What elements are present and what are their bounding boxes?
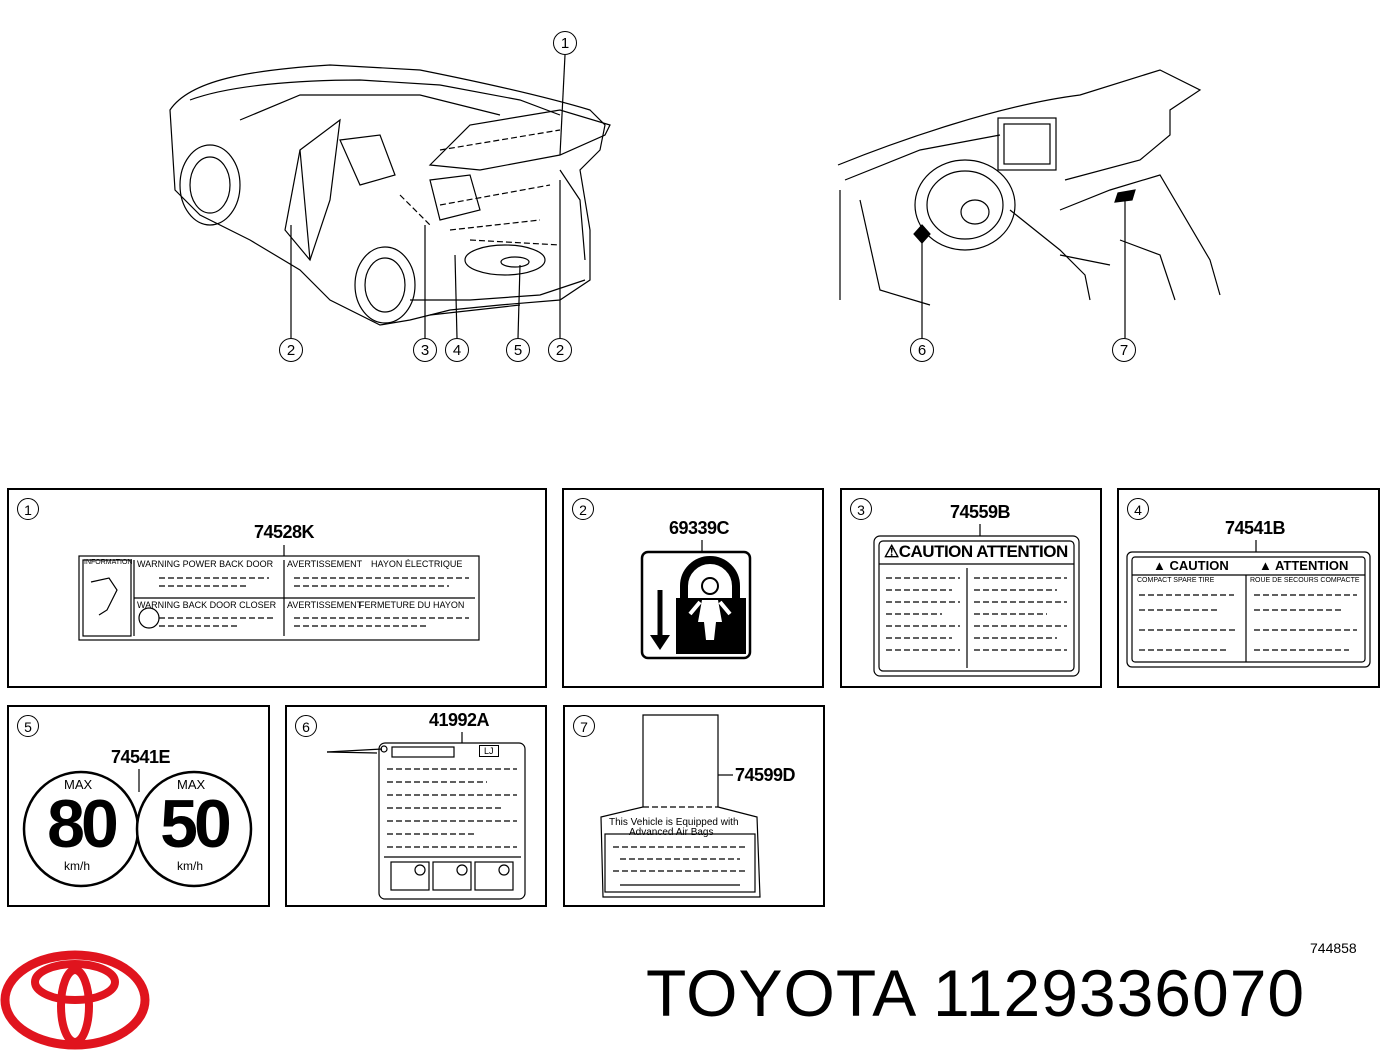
max-right: MAX [177, 777, 206, 792]
label-41992A-drawing [326, 732, 526, 900]
callout-7: 7 [1112, 338, 1136, 362]
label1-row2-left: WARNING BACK DOOR CLOSER [137, 600, 277, 610]
attention-text: ATTENTION [1275, 558, 1349, 573]
part-number: 74599D [735, 765, 796, 785]
callout-4: 4 [445, 338, 469, 362]
panel-5: 5 74541E MAX 80 km/h MAX 50 km/h [7, 705, 270, 907]
airbag-line1: This Vehicle is Equipped with [609, 817, 739, 828]
label4-right-sub: ROUE DE SECOURS COMPACTE [1250, 577, 1360, 584]
panel-index: 5 [17, 715, 39, 737]
callout-5: 5 [506, 338, 530, 362]
panel-4: 4 74541B ▲ CAUTION ▲ ATTENTION COMPACT S… [1117, 488, 1380, 688]
brand-name: TOYOTA [646, 956, 914, 1030]
label1-row1-tag: AVERTISSEMENT [287, 559, 363, 569]
label-74528K-drawing [78, 545, 480, 641]
panel-3: 3 74559B ⚠CAUTION ATTENTION [840, 488, 1102, 688]
caution-heading: ⚠CAUTION ATTENTION [884, 542, 1068, 561]
panel-index: 2 [572, 498, 594, 520]
panel-7: 7 74599D This Vehicle is Equipped with A… [563, 705, 825, 907]
label1-row1-right: HAYON ÉLECTRIQUE [371, 559, 463, 569]
callout-2-left: 2 [279, 338, 303, 362]
panel-index: 3 [850, 498, 872, 520]
document-id: 744858 [1310, 940, 1357, 956]
part-number: 74528K [254, 522, 315, 542]
max-left: MAX [64, 777, 93, 792]
unit-left: km/h [64, 859, 91, 873]
label-74559B-drawing [873, 524, 1080, 677]
panel-index: 7 [573, 715, 595, 737]
label-74541B-drawing [1126, 540, 1371, 668]
child-lock-icon [640, 540, 752, 660]
panel-index: 4 [1127, 498, 1149, 520]
label-74599D-drawing [600, 714, 761, 898]
label4-left-sub: COMPACT SPARE TIRE [1137, 577, 1215, 584]
panel-index: 1 [17, 498, 39, 520]
panel-index: 6 [295, 715, 317, 737]
toyota-logo [0, 950, 150, 1050]
part-number: 41992A [429, 710, 490, 730]
panel-1: 1 74528K INFORMATION WARNING POWER BACK … [7, 488, 547, 688]
panel-6: 6 41992A LJ [285, 705, 547, 907]
label1-info: INFORMATION [84, 559, 133, 566]
part-number: 74541B [1225, 518, 1286, 538]
part-number: 74541E [111, 747, 171, 767]
speed-right: 50 [160, 786, 232, 862]
speed-left: 80 [47, 786, 119, 862]
part-number-title: 1129336070 [932, 956, 1306, 1030]
part-number: 74559B [950, 502, 1011, 522]
label1-row2-right: FERMETURE DU HAYON [359, 600, 465, 610]
attention-label: ▲ ATTENTION [1259, 558, 1349, 573]
caution-label: ▲ CAUTION [1153, 558, 1229, 573]
panel-2: 2 69339C [562, 488, 824, 688]
airbag-line2: Advanced Air Bags [629, 827, 714, 838]
label1-row2-tag: AVERTISSEMENT [287, 600, 363, 610]
unit-right: km/h [177, 859, 204, 873]
label1-row1-left: WARNING POWER BACK DOOR [137, 559, 274, 569]
callout-3: 3 [413, 338, 437, 362]
callout-6: 6 [910, 338, 934, 362]
part-number: 69339C [669, 518, 730, 538]
brand-part-title: TOYOTA 1129336070 [646, 955, 1305, 1031]
callout-2-right: 2 [548, 338, 572, 362]
callout-1: 1 [553, 31, 577, 55]
speed-limit-signs [22, 769, 253, 888]
caution-text: CAUTION [1169, 558, 1229, 573]
label6-tag: LJ [479, 745, 499, 757]
